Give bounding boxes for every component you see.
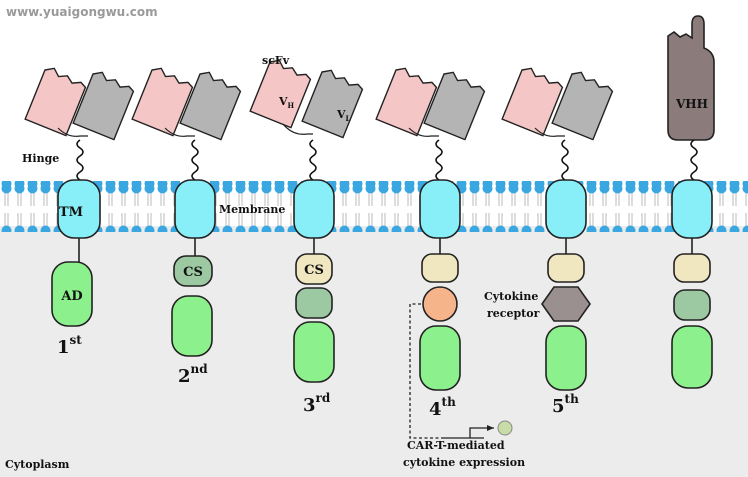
car-generation-1: TM AD Hinge 1st [22,67,135,358]
hinge-label: Hinge [22,152,59,165]
vl-domain [72,71,135,141]
generation-label-2: 2nd [178,362,208,387]
watermark-text: www.yuaigongwu.com [6,5,158,19]
tm-label: TM [59,205,83,220]
cytokine-expression-arrow [409,303,441,439]
vl-domain [423,71,486,141]
generation-label-1: 1st [57,333,82,358]
cytoplasm-label: Cytoplasm [5,458,70,471]
costimulatory-domain-1 [295,253,333,285]
vl-domain [301,69,364,139]
vl-domain [179,71,242,141]
generation-label-5: 5th [552,392,579,417]
costimulatory-domain [421,253,459,283]
vh-domain [24,67,87,137]
car-t-label-line1: CAR-T-mediated [407,439,505,452]
costimulatory-domain [173,255,213,287]
costimulatory-domain [547,253,585,283]
vl-label: VL [336,108,351,123]
cytoplasm-region [0,226,748,477]
signaling-domain [419,325,461,391]
costimulatory-domain-1 [673,253,711,283]
vh-domain [501,67,564,137]
car-t-label-line2: cytokine expression [403,456,525,469]
vh-domain [249,59,312,129]
vhh-car: VHH [667,15,715,389]
cytokine-receptor-label-line2: receptor [487,307,540,320]
cytokine-receptor-label-line1: Cytokine [484,290,538,303]
scfv-label: scFv [262,54,290,67]
membrane-label: Membrane [219,203,285,216]
cs-label: CS [183,265,203,280]
vh-domain [131,67,194,137]
generation-label-3: 3rd [303,391,331,416]
tm-domain [671,179,713,239]
cytokine-module [422,286,458,322]
vh-label: VH [278,95,295,110]
tm-domain [545,179,587,239]
ad-label: AD [60,289,82,304]
tm-domain [174,179,216,239]
signaling-domain [293,321,335,383]
tm-domain [419,179,461,239]
vh-domain [375,67,438,137]
car-generation-2: CS Membrane 2nd [131,67,285,387]
car-generation-4: CAR-T-mediated cytokine expression 4th [375,67,525,469]
cs-label: CS [304,263,324,278]
cytokine-product-icon [497,420,513,436]
vl-domain [551,71,614,141]
vhh-domain [667,15,715,141]
signaling-domain [545,325,587,391]
signaling-domain [671,325,713,389]
car-generation-3: scFv VH VL CS 3rd [249,54,364,416]
costimulatory-domain-2 [673,289,711,321]
costimulatory-domain-2 [295,287,333,319]
signaling-domain [171,295,213,357]
car-generation-5: Cytokine receptor 5th [484,67,614,417]
signaling-domain [51,261,93,327]
generation-label-4: 4th [429,395,456,420]
cytokine-receptor-domain [541,286,591,322]
tm-domain [293,179,335,239]
vhh-label: VHH [675,97,708,111]
lipid-bilayer [0,181,748,232]
